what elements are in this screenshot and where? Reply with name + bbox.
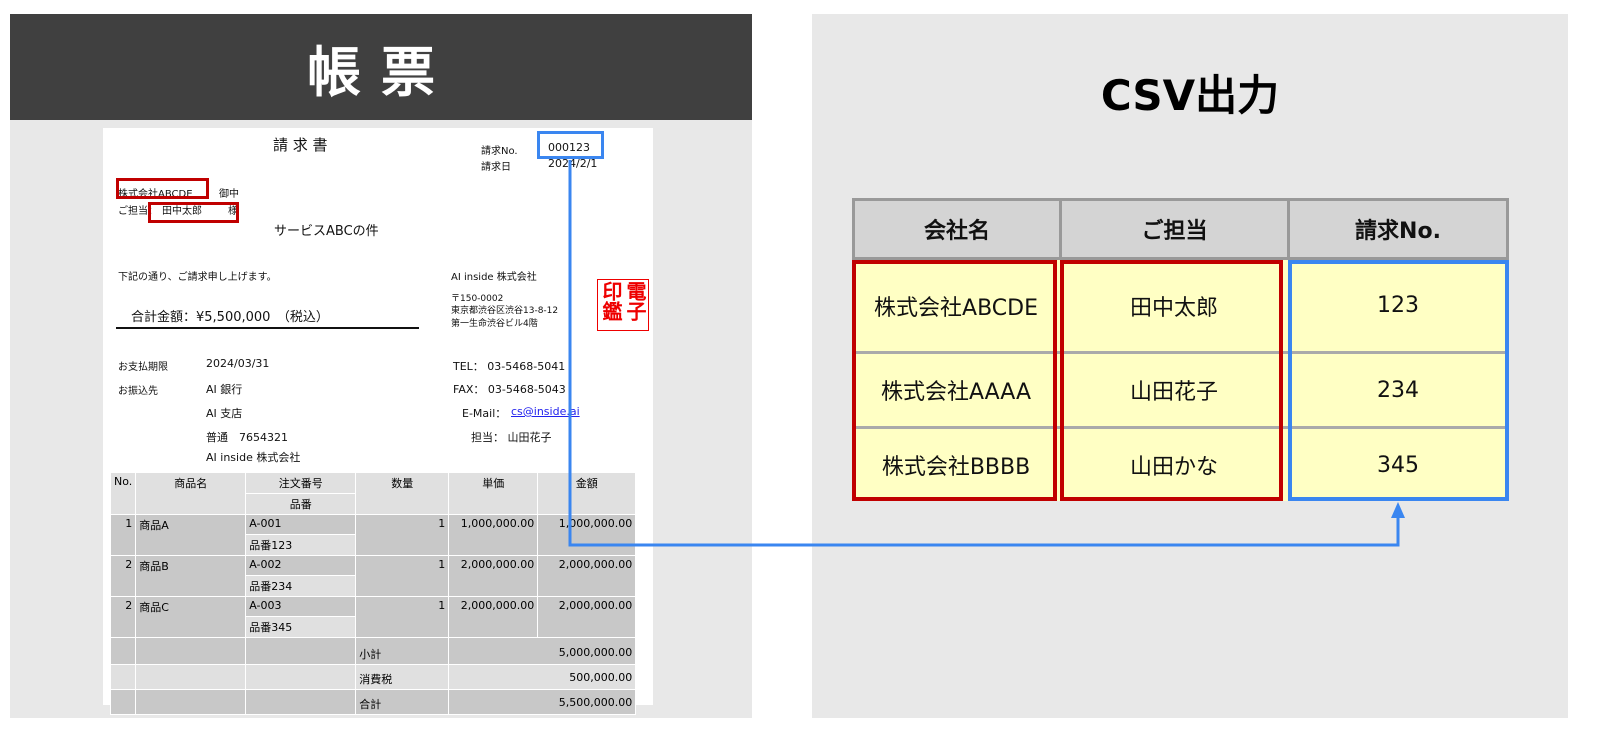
header-order: 注文番号 (245, 472, 357, 494)
invoice-date-value: 2024/2/1 (548, 157, 598, 170)
header-name: 商品名 (135, 472, 247, 515)
invoice-total: 合計金額：¥5,500,000 （税込） (131, 310, 329, 325)
item-amount: 1,000,000.00 (537, 514, 637, 556)
header-price: 単価 (448, 472, 539, 515)
bank-account: 普通 7654321 (206, 431, 288, 444)
bank-name: AI 銀行 (206, 383, 243, 396)
mail-link[interactable]: cs@inside.ai (511, 405, 580, 418)
invoice-issuer: AI inside 株式会社 (451, 272, 537, 283)
item-amount: 2,000,000.00 (537, 596, 637, 638)
item-no: 1 (109, 514, 137, 556)
grand-total-label: 合計 (355, 689, 450, 715)
invoice-no-highlight-box (537, 131, 604, 159)
invoice-company: 株式会社ABCDE (118, 189, 193, 200)
header-amount: 金額 (537, 472, 637, 515)
issuer-staff: 担当： 山田花子 (471, 431, 552, 444)
invoice-sama: 様 (228, 206, 238, 217)
invoice-greeting: 下記の通り、ご請求申し上げます。 (118, 272, 277, 283)
invoice-address2: 第一生命渋谷ビル4階 (451, 319, 538, 329)
item-name: 商品C (135, 596, 247, 638)
csv-cell: 株式会社ABCDE (852, 260, 1060, 354)
total-underline (116, 327, 419, 329)
item-order: A-003 (245, 596, 357, 617)
grand-total-value: 5,500,000.00 (448, 689, 637, 715)
invoice-subject: サービスABCの件 (274, 224, 379, 239)
item-name: 商品B (135, 555, 247, 597)
csv-cell: 234 (1288, 354, 1508, 429)
issuer-tel: TEL： 03-5468-5041 (453, 360, 566, 373)
tax-value: 500,000.00 (448, 664, 637, 690)
issuer-fax: FAX： 03-5468-5043 (453, 383, 566, 396)
csv-header-tanto: ご担当 (1059, 198, 1290, 260)
invoice-date-label: 請求日 (481, 162, 511, 173)
item-qty: 1 (355, 555, 450, 597)
csv-cell: 株式会社AAAA (852, 354, 1060, 429)
due-label: お支払期限 (118, 362, 168, 373)
due-value: 2024/03/31 (206, 357, 270, 370)
csv-header-invoice-no: 請求No. (1287, 198, 1509, 260)
electronic-seal-stamp: 電子印鑑 (597, 279, 649, 331)
tanto-highlight-box (148, 202, 239, 223)
csv-cell: 345 (1288, 429, 1508, 501)
invoice-no-label: 請求No. (481, 146, 518, 157)
bank-label: お振込先 (118, 386, 158, 397)
item-no: 2 (109, 596, 137, 638)
item-price: 1,000,000.00 (448, 514, 539, 556)
invoice-onchu: 御中 (219, 189, 239, 200)
item-qty: 1 (355, 596, 450, 638)
arrowhead-icon (1391, 502, 1405, 518)
invoice-no-value: 000123 (548, 141, 590, 154)
invoice-title: 請 求 書 (273, 136, 328, 154)
subtotal-value: 5,000,000.00 (448, 637, 637, 665)
csv-cell: 田中太郎 (1060, 260, 1288, 354)
header-qty: 数量 (355, 472, 450, 515)
tanto-column-highlight (1060, 260, 1283, 501)
invoice-tanto-label: ご担当： (118, 206, 158, 217)
csv-cell: 山田花子 (1060, 354, 1288, 429)
bank-branch: AI 支店 (206, 407, 243, 420)
invoice-no-column-highlight (1288, 260, 1509, 501)
company-column-highlight (852, 260, 1057, 501)
csv-header-company: 会社名 (852, 198, 1062, 260)
header-no: No. (109, 472, 137, 515)
item-amount: 2,000,000.00 (537, 555, 637, 597)
csv-panel-title: CSV出力 (1100, 71, 1280, 120)
item-order: A-001 (245, 514, 357, 535)
item-no: 2 (109, 555, 137, 597)
csv-cell: 株式会社BBBB (852, 429, 1060, 501)
connector-line (568, 160, 1400, 547)
company-highlight-box (116, 178, 209, 199)
invoice-address1: 東京都渋谷区渋谷13-8-12 (451, 306, 559, 316)
mail-label: E-Mail： (462, 407, 507, 420)
csv-cell: 123 (1288, 260, 1508, 354)
invoice-panel-title: 帳票 (10, 14, 752, 120)
bank-holder: AI inside 株式会社 (206, 451, 301, 464)
invoice-postal: 〒150-0002 (451, 294, 504, 304)
csv-cell: 山田かな (1060, 429, 1288, 501)
item-order: A-002 (245, 555, 357, 576)
item-name: 商品A (135, 514, 247, 556)
invoice-tanto-value: 田中太郎 (162, 206, 202, 217)
item-price: 2,000,000.00 (448, 555, 539, 597)
